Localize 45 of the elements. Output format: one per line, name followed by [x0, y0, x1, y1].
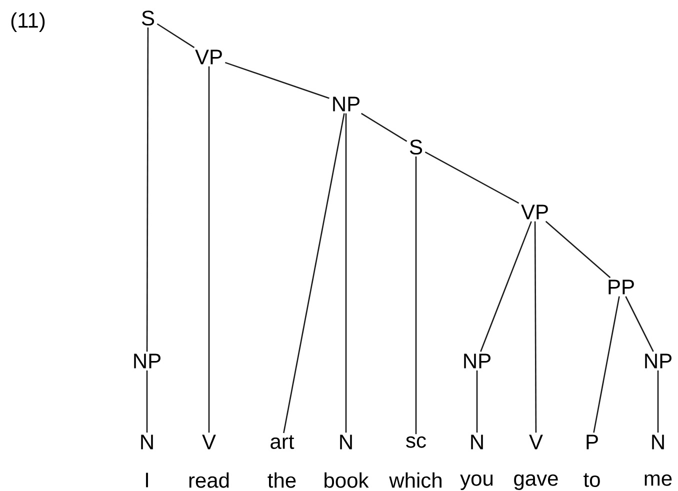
category-label: NP: [333, 96, 360, 112]
category-label: PP: [608, 280, 634, 294]
tree-branch: [424, 151, 520, 204]
category-label: VP: [521, 204, 548, 220]
category-label: S: [410, 140, 422, 155]
tree-branch: [415, 156, 417, 434]
category-label: V: [202, 434, 216, 450]
word-label: the: [268, 472, 296, 488]
category-label: S: [142, 10, 154, 26]
word-label: gave: [514, 474, 558, 490]
category-label: VP: [195, 50, 222, 64]
word-label: me: [644, 474, 672, 486]
category-label: art: [270, 435, 294, 449]
tree-branch: [480, 221, 532, 352]
word-label: to: [584, 473, 600, 487]
tree-branch: [146, 370, 148, 433]
tree-branch: [345, 113, 347, 433]
tree-branch: [283, 113, 345, 434]
tree-branch: [225, 62, 330, 99]
word-label: which: [389, 472, 442, 488]
word-label: I: [146, 472, 148, 488]
word-label: you: [460, 474, 493, 490]
word-label: book: [324, 472, 369, 488]
category-label: NP: [464, 354, 490, 368]
word-label: read: [189, 472, 229, 488]
category-label: N: [471, 434, 483, 450]
category-label: N: [652, 434, 664, 450]
tree-branch: [625, 296, 654, 352]
category-label: N: [141, 434, 153, 450]
category-label: sc: [406, 436, 426, 448]
category-label: P: [586, 434, 598, 450]
tree-branch: [156, 23, 195, 48]
tree-branch: [208, 66, 210, 433]
category-label: V: [529, 434, 543, 450]
example-number: (11): [11, 12, 45, 32]
tree-branch: [545, 220, 611, 278]
tree-branch: [361, 112, 408, 142]
tree-branch: [657, 370, 659, 433]
tree-branch: [534, 221, 537, 433]
category-label: N: [340, 434, 352, 450]
category-label: NP: [645, 354, 672, 368]
tree-branch: [593, 296, 620, 433]
tree-branch: [476, 370, 478, 433]
category-label: NP: [134, 354, 160, 368]
tree-branch: [146, 28, 149, 352]
